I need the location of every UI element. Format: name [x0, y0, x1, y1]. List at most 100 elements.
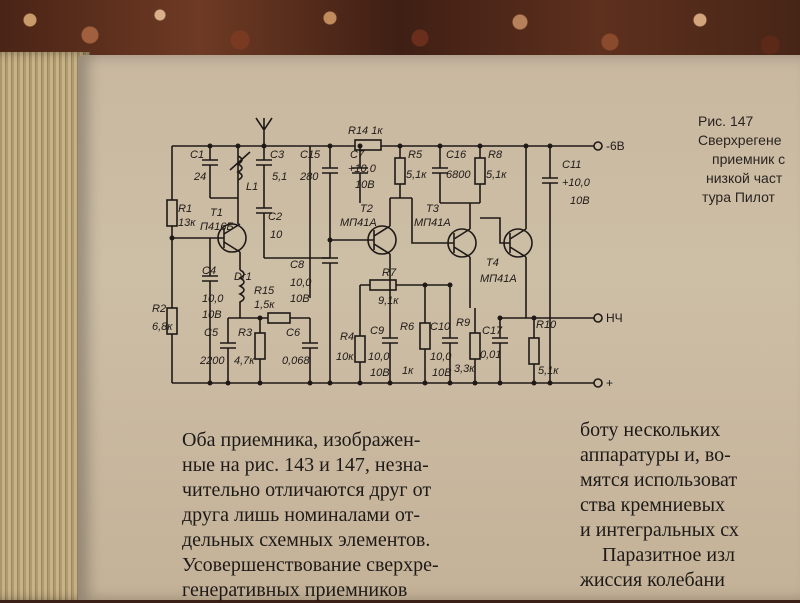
r6-resistor [419, 322, 431, 350]
r1-resistor [166, 199, 178, 227]
c6-capacitor [302, 146, 318, 383]
c11-capacitor [542, 146, 558, 383]
label-r2-value: 6,8к [152, 321, 173, 333]
text-line: генеративных приемников [182, 579, 408, 601]
label-r6-value: 1к [402, 365, 414, 377]
label-r7: R7 [382, 267, 397, 279]
label-t1-type: П416Б [200, 221, 233, 233]
c15-capacitor [322, 146, 338, 203]
c7-capacitor [352, 146, 368, 203]
figure-caption: Рис. 147 Сверхрегене приемник с низкой ч… [698, 112, 800, 207]
r9-resistor [469, 332, 481, 360]
label-c17: C17 [482, 325, 503, 337]
label-c4: C4 [202, 265, 216, 277]
label-t4: T4 [486, 257, 499, 269]
c9-capacitor [382, 273, 398, 383]
text-column-right: боту нескольких аппаратуры и, во- мятся … [580, 418, 800, 593]
c5-capacitor [220, 317, 285, 383]
caption-word: тура Пилот [702, 189, 775, 205]
label-c10: C10 [430, 321, 451, 333]
label-r5-value: 5,1к [406, 169, 427, 181]
label-dr1: Dr1 [234, 271, 252, 283]
text-line: Усовершенствование сверхре- [182, 554, 439, 576]
label-r5: R5 [408, 149, 423, 161]
r7-resistor [369, 279, 397, 291]
label-plus: + [606, 376, 613, 390]
r8-resistor [474, 157, 486, 185]
label-t4-type: МП41А [480, 273, 517, 285]
caption-line: тура Пилот [698, 188, 800, 207]
label-c10-voltage: 10В [432, 367, 452, 379]
label-r1-value: 13к [178, 217, 196, 229]
label-r1: R1 [178, 203, 192, 215]
label-c4-voltage: 10В [202, 309, 222, 321]
r2-resistor [166, 307, 178, 335]
label-r3: R3 [238, 327, 253, 339]
caption-line: приемник с [712, 151, 786, 167]
caption-line: низкой част [706, 170, 783, 186]
text-line: аппаратуры и, во- [580, 444, 731, 466]
c4-capacitor [202, 238, 218, 383]
label-c16-value: 6800 [446, 169, 471, 181]
text-line: дельных схемных элементов. [182, 529, 431, 551]
text-line: ные на рис. 143 и 147, незна- [182, 454, 429, 476]
label-r10: R10 [536, 319, 557, 331]
label-t1: T1 [210, 207, 223, 219]
circuit-schematic: -6В НЧ + R14 1к C1 24 L1 C3 5,1 C15 280 … [150, 108, 650, 398]
r14-resistor [354, 139, 382, 151]
dr1-choke [238, 269, 245, 318]
label-r9-value: 3,3к [454, 363, 475, 375]
caption-line: Сверхрегене [698, 132, 782, 148]
text-line: Оба приемника, изображен- [182, 429, 421, 451]
label-r3-value: 4,7к [234, 355, 255, 367]
label-r10-value: 5,1к [538, 365, 559, 377]
label-c17-value: 0,01 [480, 349, 501, 361]
c16-capacitor [432, 146, 448, 203]
text-line: боту нескольких [580, 419, 721, 441]
label-c1: C1 [190, 149, 204, 161]
label-t2: T2 [360, 203, 373, 215]
label-r15: R15 [254, 285, 275, 297]
label-r7-value: 9,1к [378, 295, 399, 307]
label-r8-value: 5,1к [486, 169, 507, 181]
r5-resistor [394, 157, 406, 185]
label-c7-voltage: 10В [355, 179, 375, 191]
label-c6: C6 [286, 327, 301, 339]
c10-capacitor [442, 285, 458, 383]
book-page-edges [0, 52, 90, 600]
label-c1-value: 24 [193, 171, 206, 183]
c1-capacitor [202, 146, 218, 198]
label-r14: R14 1к [348, 125, 383, 137]
label-t3-type: МП41А [414, 217, 451, 229]
r4-resistor [354, 335, 366, 363]
terminal-neg6v [593, 141, 603, 151]
label-c2: C2 [268, 211, 282, 223]
label-c2-value: 10 [270, 229, 283, 241]
label-r15-value: 1,5к [254, 299, 275, 311]
label-r4: R4 [340, 331, 354, 343]
label-c7: C7 [350, 149, 365, 161]
label-c8-value: 10,0 [290, 277, 312, 289]
label-c16: C16 [446, 149, 467, 161]
label-neg6v: -6В [606, 139, 625, 153]
label-c11-value: +10,0 [562, 177, 591, 189]
label-lf: НЧ [606, 311, 623, 325]
label-c5-value: 2200 [199, 355, 225, 367]
label-c8: C8 [290, 259, 305, 271]
text-line: ства кремниевых [580, 494, 726, 516]
c17-capacitor [492, 318, 508, 383]
r10-resistor [528, 337, 540, 365]
variable-arrow [229, 151, 251, 171]
label-c5: C5 [204, 327, 219, 339]
label-c9-value: 10,0 [368, 351, 390, 363]
label-r8: R8 [488, 149, 503, 161]
label-c9-voltage: 10В [370, 367, 390, 379]
label-c3: C3 [270, 149, 285, 161]
label-r2: R2 [152, 303, 166, 315]
label-c7-value: +10,0 [348, 163, 377, 175]
label-c3-value: 5,1 [272, 171, 287, 183]
label-r6: R6 [400, 321, 415, 333]
antenna-icon [255, 117, 273, 146]
label-c8-voltage: 10В [290, 293, 310, 305]
label-c11: C11 [562, 159, 581, 171]
